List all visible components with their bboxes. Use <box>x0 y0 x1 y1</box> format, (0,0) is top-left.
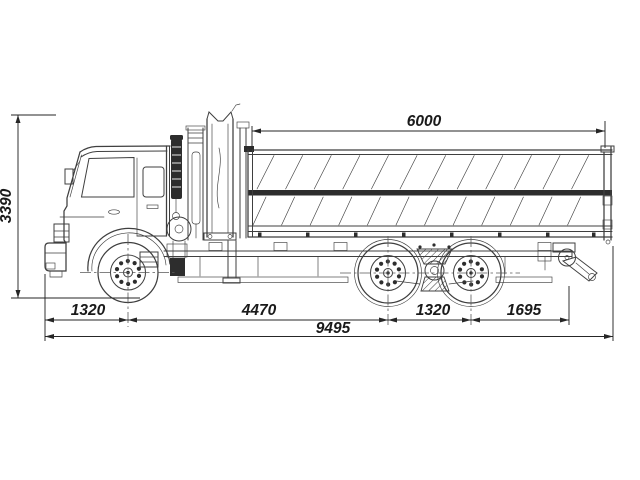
frame-brackets <box>208 242 552 251</box>
cargo-bed <box>244 145 615 245</box>
cab-side-window <box>80 156 135 198</box>
cab-emblem <box>108 209 120 215</box>
hydraulic-cylinder <box>191 151 201 225</box>
bed-latches <box>258 232 596 237</box>
crane-base <box>166 216 192 242</box>
dim-overall-length-label: 9495 <box>316 320 351 337</box>
dim-front-overhang-label: 1320 <box>71 302 106 319</box>
chassis-frame <box>163 242 573 283</box>
dim-bed-length: 6000 <box>251 113 606 149</box>
centerlines <box>80 234 520 327</box>
side-guard <box>177 276 553 283</box>
cab <box>44 145 171 278</box>
headlight <box>45 262 56 270</box>
truck-side-view <box>44 103 615 327</box>
front-wheel-arch <box>87 227 171 272</box>
dim-rear-bogie-spacing-label: 1320 <box>416 302 451 319</box>
crane-column <box>185 125 206 241</box>
front-bumper <box>44 242 67 278</box>
bed-rear-post <box>600 145 615 245</box>
door-window <box>142 166 165 198</box>
dim-wheelbase-label: 4470 <box>241 302 277 319</box>
bed-mid-rail <box>248 190 612 196</box>
crane-boom <box>203 103 241 241</box>
dim-overall-length: 9495 <box>45 246 614 341</box>
crane-boom-section <box>236 121 250 239</box>
crane-control-levers <box>170 135 183 220</box>
tow-hitch <box>537 242 598 282</box>
side-mirror <box>64 160 81 185</box>
loader-crane <box>166 103 250 284</box>
battery-box <box>53 223 70 243</box>
rear-suspension <box>395 243 474 292</box>
dim-overall-height: 3390 <box>0 114 140 299</box>
dimension-annotations: 3390 6000 1320 4470 1320 1 <box>0 113 614 341</box>
dim-overall-height-label: 3390 <box>0 188 15 223</box>
bed-hatch-upper <box>256 155 589 190</box>
bed-front-post <box>244 146 254 238</box>
crane-outrigger <box>222 240 241 284</box>
dim-rear-overhang-label: 1695 <box>507 302 542 319</box>
dim-row-axles: 1320 4470 1320 1695 <box>44 274 570 341</box>
door-handle <box>146 204 159 209</box>
bed-hatch-lower <box>252 196 581 226</box>
dim-bed-length-label: 6000 <box>407 113 442 130</box>
